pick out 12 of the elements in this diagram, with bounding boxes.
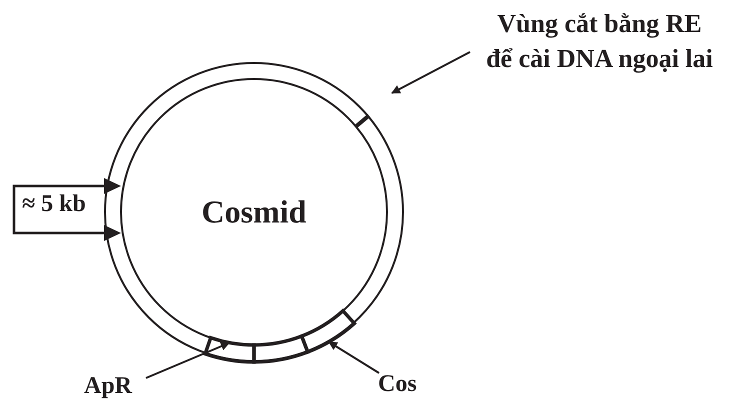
restriction-site-mark xyxy=(354,114,370,128)
gene-label: Cos xyxy=(378,370,417,399)
plasmid-name: Cosmid xyxy=(202,194,306,230)
site-label: Vùng cắt bằng RE để cài DNA ngoại lai xyxy=(485,8,714,76)
gene-segment xyxy=(203,336,256,364)
gene-segment xyxy=(300,309,356,354)
leader-arrow xyxy=(391,51,470,94)
plasmid-ring xyxy=(104,62,404,362)
gene-segment xyxy=(252,334,310,364)
leader-arrow xyxy=(146,342,230,379)
gene-label: ApR xyxy=(84,372,132,401)
leader-arrow xyxy=(328,341,380,374)
